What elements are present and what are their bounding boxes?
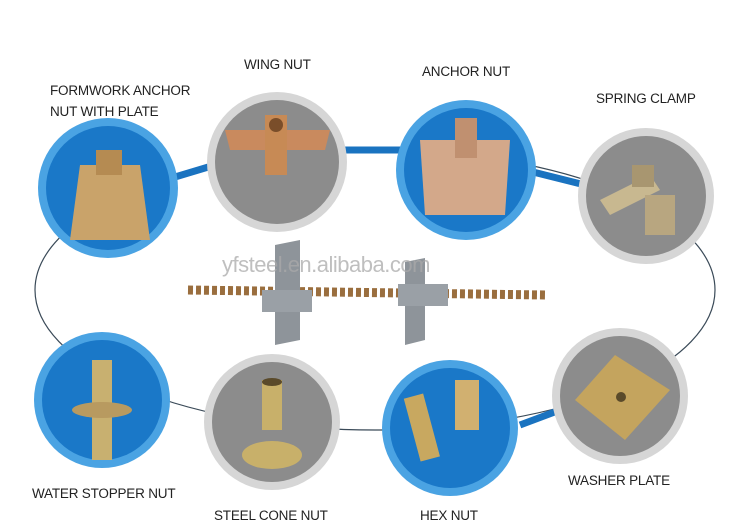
- product-formwork-anchor-nut: [38, 118, 178, 258]
- product-anchor-nut: [396, 100, 536, 240]
- product-wing-nut: [207, 92, 347, 232]
- product-spring-clamp: [578, 128, 714, 264]
- label-spring-clamp: SPRING CLAMP: [596, 91, 696, 106]
- label-water-stopper-nut: WATER STOPPER NUT: [32, 486, 176, 501]
- label-hex-nut: HEX NUT: [420, 508, 478, 523]
- product-steel-cone-nut: [204, 354, 340, 490]
- label-wing-nut: WING NUT: [244, 57, 311, 72]
- product-water-stopper-nut: [34, 332, 170, 468]
- label-formwork-anchor-line1: FORMWORK ANCHOR: [50, 83, 191, 98]
- product-washer-plate: [552, 328, 688, 464]
- label-formwork-anchor-line2: NUT WITH PLATE: [50, 104, 159, 119]
- label-steel-cone-nut: STEEL CONE NUT: [214, 508, 328, 523]
- watermark: yfsteel.en.alibaba.com: [222, 252, 430, 277]
- label-washer-plate: WASHER PLATE: [568, 473, 670, 488]
- product-hex-nut: [382, 360, 518, 496]
- product-tie-rod-assembly: [187, 240, 546, 345]
- label-anchor-nut: ANCHOR NUT: [422, 64, 510, 79]
